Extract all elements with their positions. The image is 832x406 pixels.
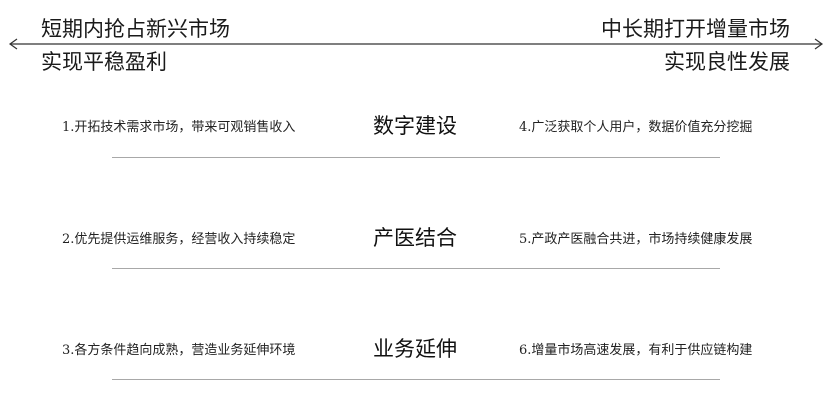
long-term-subheading: 实现良性发展 (664, 50, 790, 74)
row-3: 3.各方条件趋向成熟，营造业务延伸环境 业务延伸 6.增量市场高速发展，有利于供… (0, 329, 832, 369)
row-3-divider (112, 379, 720, 380)
row-1-right-text: 4.广泛获取个人用户，数据价值充分挖掘 (519, 120, 753, 135)
arrow-right-head (814, 38, 824, 50)
long-term-heading: 中长期打开增量市场 (601, 17, 790, 41)
arrow-left-head (8, 38, 18, 50)
row-1: 1.开拓技术需求市场，带来可观销售收入 数字建设 4.广泛获取个人用户，数据价值… (0, 106, 832, 146)
row-1-center-title: 数字建设 (373, 114, 457, 138)
timeline-double-arrow (8, 38, 824, 50)
short-term-subheading: 实现平稳盈利 (41, 50, 167, 74)
row-3-center-title: 业务延伸 (373, 337, 457, 361)
row-2: 2.优先提供运维服务，经营收入持续稳定 产医结合 5.产政产医融合共进，市场持续… (0, 218, 832, 258)
row-1-left-text: 1.开拓技术需求市场，带来可观销售收入 (62, 120, 296, 135)
row-2-divider (112, 268, 720, 269)
row-2-center-title: 产医结合 (373, 226, 457, 250)
row-2-left-text: 2.优先提供运维服务，经营收入持续稳定 (62, 232, 296, 247)
row-2-right-text: 5.产政产医融合共进，市场持续健康发展 (519, 232, 753, 247)
row-3-right-text: 6.增量市场高速发展，有利于供应链构建 (519, 343, 753, 358)
row-3-left-text: 3.各方条件趋向成熟，营造业务延伸环境 (62, 343, 296, 358)
row-1-divider (112, 157, 720, 158)
short-term-heading: 短期内抢占新兴市场 (41, 17, 230, 41)
